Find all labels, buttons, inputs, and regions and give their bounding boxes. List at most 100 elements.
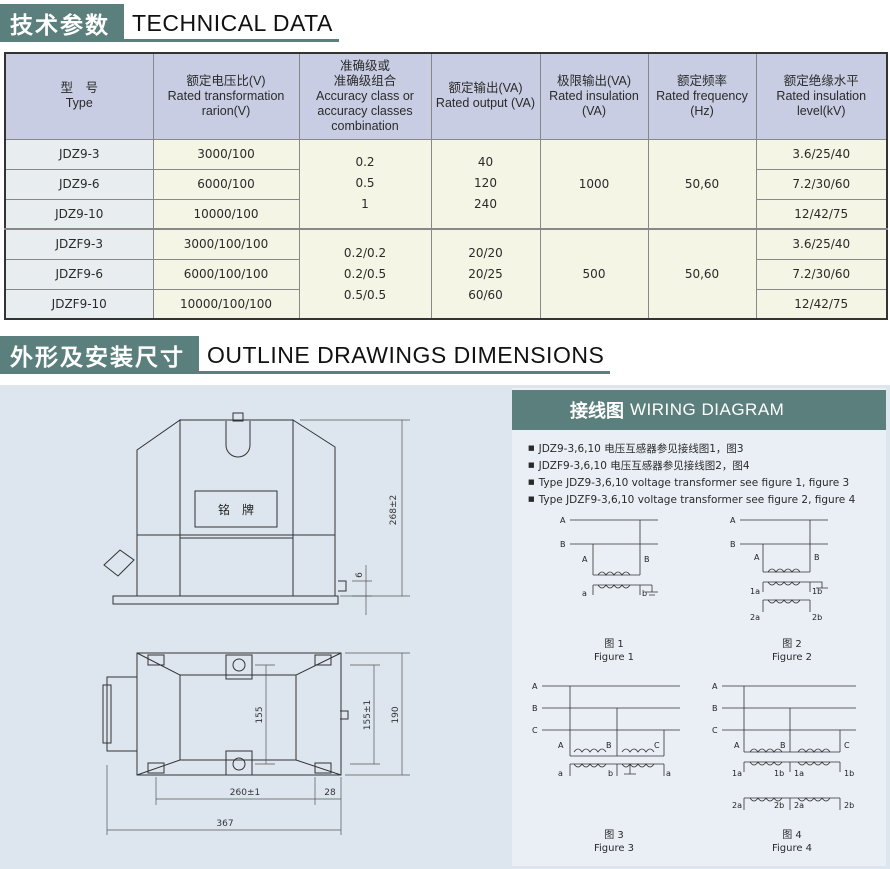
label-b: b [642, 589, 647, 598]
type-cell: JDZ9-3 [4, 139, 154, 170]
wiring-labels: A B A B a b A B A B 1a 1b 2a 2b A B C A … [532, 516, 854, 810]
insulation-cell: 7.2/30/60 [755, 259, 888, 290]
dim-hole-h: 260±1 [230, 788, 260, 798]
table-row: JDZF9-6 6000/100/100 7.2/30/60 [4, 259, 888, 290]
frequency-cell: 50,60 [647, 228, 757, 320]
side-view [103, 412, 347, 605]
label-2a: 2a [750, 613, 760, 622]
label-2a: 2a [794, 801, 804, 810]
insulation-cell: 12/42/75 [755, 289, 888, 320]
type-cell: JDZF9-6 [4, 259, 154, 290]
ratio-cell: 6000/100/100 [152, 259, 300, 290]
label-1b: 1b [774, 769, 784, 778]
insulation-cell: 7.2/30/60 [755, 169, 888, 200]
technical-data-header: 技术参数 TECHNICAL DATA [0, 4, 339, 42]
type-cell: JDZF9-3 [4, 228, 154, 260]
label-a: a [666, 769, 671, 778]
label-1a: 1a [794, 769, 804, 778]
label-B: B [606, 741, 612, 750]
label-C: C [654, 741, 660, 750]
ratio-cell: 6000/100 [152, 169, 300, 200]
top-view [102, 652, 349, 776]
table-row: JDZF9-10 10000/100/100 12/42/75 [4, 289, 888, 320]
dim-hole-v2: 155±1 [363, 700, 373, 730]
limit-cell: 1000 [539, 139, 649, 230]
label-A: A [730, 516, 736, 525]
label-C: C [532, 726, 538, 735]
wiring-header: 接线图 WIRING DIAGRAM [512, 390, 886, 430]
dim-hole-v: 155 [255, 706, 265, 723]
label-B: B [644, 555, 650, 564]
label-a: a [558, 769, 563, 778]
label-A: A [754, 553, 760, 562]
section-title-en: TECHNICAL DATA [124, 10, 339, 42]
outline-drawings-header: 外形及安装尺寸 OUTLINE DRAWINGS DIMENSIONS [0, 336, 611, 374]
header-output: 额定输出(VA)Rated output (VA) [430, 52, 541, 140]
label-C: C [712, 726, 718, 735]
label-A: A [734, 741, 740, 750]
figure-2-diagram [740, 519, 828, 612]
ratio-cell: 10000/100/100 [152, 289, 300, 320]
wiring-note: JDZF9-3,6,10 电压互感器参见接线图2，图4 [528, 457, 855, 474]
label-C: C [844, 741, 850, 750]
insulation-cell: 3.6/25/40 [755, 228, 888, 260]
label-2b: 2b [812, 613, 822, 622]
label-2b: 2b [844, 801, 854, 810]
dimension-lines [106, 419, 410, 835]
type-cell: JDZ9-10 [4, 199, 154, 230]
header-limit: 极限输出(VA)Rated insulation (VA) [539, 52, 649, 140]
label-A: A [558, 741, 564, 750]
dim-base: 6 [355, 572, 365, 578]
label-1a: 1a [732, 769, 742, 778]
nameplate-label: 铭 牌 [218, 502, 254, 517]
label-1a: 1a [750, 587, 760, 596]
type-cell: JDZ9-6 [4, 169, 154, 200]
section-title-cn: 外形及安装尺寸 [0, 336, 199, 374]
type-cell: JDZF9-10 [4, 289, 154, 320]
dim-height: 268±2 [389, 495, 399, 525]
insulation-cell: 3.6/25/40 [755, 139, 888, 170]
label-1b: 1b [812, 587, 822, 596]
label-1b: 1b [844, 769, 854, 778]
dim-edge: 28 [324, 788, 336, 798]
header-ratio: 额定电压比(V)Rated transformation rarion(V) [152, 52, 300, 140]
section-title-en: OUTLINE DRAWINGS DIMENSIONS [199, 342, 611, 374]
label-2b: 2b [774, 801, 784, 810]
wiring-title-en: WIRING DIAGRAM [630, 400, 785, 419]
label-B: B [814, 553, 820, 562]
label-A: A [712, 682, 718, 691]
dim-depth: 190 [391, 706, 401, 723]
label-B: B [560, 540, 566, 549]
label-b: b [608, 769, 613, 778]
label-B: B [730, 540, 736, 549]
label-a: a [582, 589, 587, 598]
table-row: JDZ9-6 6000/100 7.2/30/60 [4, 169, 888, 200]
outline-drawing: 铭 牌 268±2 6 190 155 155±1 260±1 28 367 [102, 412, 410, 835]
wiring-note: JDZ9-3,6,10 电压互感器参见接线图1，图3 [528, 440, 855, 457]
label-A: A [532, 682, 538, 691]
ratio-cell: 3000/100 [152, 139, 300, 170]
figure-4-diagram [722, 685, 856, 810]
wiring-note: Type JDZ9-3,6,10 voltage transformer see… [528, 474, 855, 491]
wiring-notes: JDZ9-3,6,10 电压互感器参见接线图1，图3 JDZF9-3,6,10 … [528, 440, 856, 508]
ratio-cell: 10000/100 [152, 199, 300, 230]
figure-3-diagram [542, 685, 680, 776]
ratio-cell: 3000/100/100 [152, 228, 300, 260]
wiring-note: Type JDZF9-3,6,10 voltage transformer se… [528, 491, 856, 508]
label-A: A [560, 516, 566, 525]
insulation-cell: 12/42/75 [755, 199, 888, 230]
